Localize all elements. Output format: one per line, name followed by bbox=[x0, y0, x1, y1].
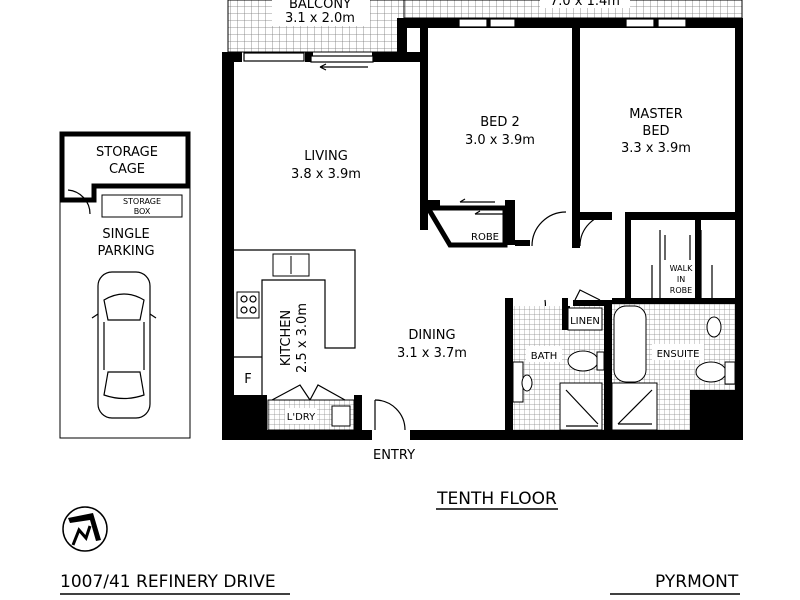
single-parking-label-2: PARKING bbox=[97, 244, 154, 259]
ensuite-area: ENSUITE bbox=[611, 304, 736, 431]
laundry-label: L'DRY bbox=[287, 412, 316, 423]
bath-label: BATH bbox=[531, 351, 558, 362]
robe: ROBE bbox=[423, 198, 508, 248]
bed2-size: 3.0 x 3.9m bbox=[465, 133, 535, 148]
balcony-left-name: BALCONY bbox=[289, 0, 351, 12]
address: 1007/41 REFINERY DRIVE bbox=[60, 572, 276, 592]
kitchen: F KITCHEN 2.5 x 3.0m L'DRY bbox=[234, 249, 362, 435]
single-parking-label-1: SINGLE bbox=[102, 227, 149, 242]
master-size: 3.3 x 3.9m bbox=[621, 141, 691, 156]
kitchen-name: KITCHEN bbox=[279, 310, 294, 366]
walls bbox=[222, 18, 743, 440]
dining-size: 3.1 x 3.7m bbox=[397, 346, 467, 361]
fridge-label: F bbox=[244, 372, 251, 387]
walk-in-robe: WALK IN ROBE bbox=[651, 230, 713, 300]
living-name: LIVING bbox=[304, 149, 348, 164]
bed2-name: BED 2 bbox=[480, 115, 520, 130]
balcony-left: BALCONY 3.1 x 2.0m bbox=[227, 0, 407, 53]
car-icon bbox=[91, 271, 157, 419]
master-name-2: BED bbox=[642, 124, 669, 139]
walk-in-robe-label-1: WALK bbox=[670, 264, 693, 273]
storage-cage-label-2: CAGE bbox=[109, 162, 145, 177]
balcony-right: 7.0 x 1.4m bbox=[403, 0, 743, 19]
floor-title: TENTH FLOOR bbox=[436, 489, 557, 509]
robe-label: ROBE bbox=[471, 232, 499, 243]
walk-in-robe-label-2: IN bbox=[677, 275, 685, 284]
parking-area: STORAGE CAGE STORAGE BOX SINGLE PARKING bbox=[59, 131, 191, 439]
dining-name: DINING bbox=[408, 328, 455, 343]
ensuite-label: ENSUITE bbox=[657, 349, 700, 360]
entry-label: ENTRY bbox=[373, 448, 415, 463]
walk-in-robe-label-3: ROBE bbox=[670, 286, 692, 295]
suburb: PYRMONT bbox=[655, 572, 739, 592]
storage-cage-label-1: STORAGE bbox=[96, 145, 158, 160]
balcony-left-size: 3.1 x 2.0m bbox=[285, 11, 355, 26]
balcony-right-size: 7.0 x 1.4m bbox=[550, 0, 620, 9]
storage-box-label-2: BOX bbox=[134, 207, 151, 216]
north-arrow-icon bbox=[62, 506, 108, 552]
storage-box-label-1: STORAGE bbox=[123, 197, 161, 206]
living-size: 3.8 x 3.9m bbox=[291, 167, 361, 182]
master-name: MASTER bbox=[629, 107, 683, 122]
windows bbox=[243, 18, 687, 71]
kitchen-size: 2.5 x 3.0m bbox=[295, 303, 310, 373]
linen-label: LINEN bbox=[570, 316, 600, 327]
bath-area: LINEN BATH bbox=[512, 306, 605, 431]
